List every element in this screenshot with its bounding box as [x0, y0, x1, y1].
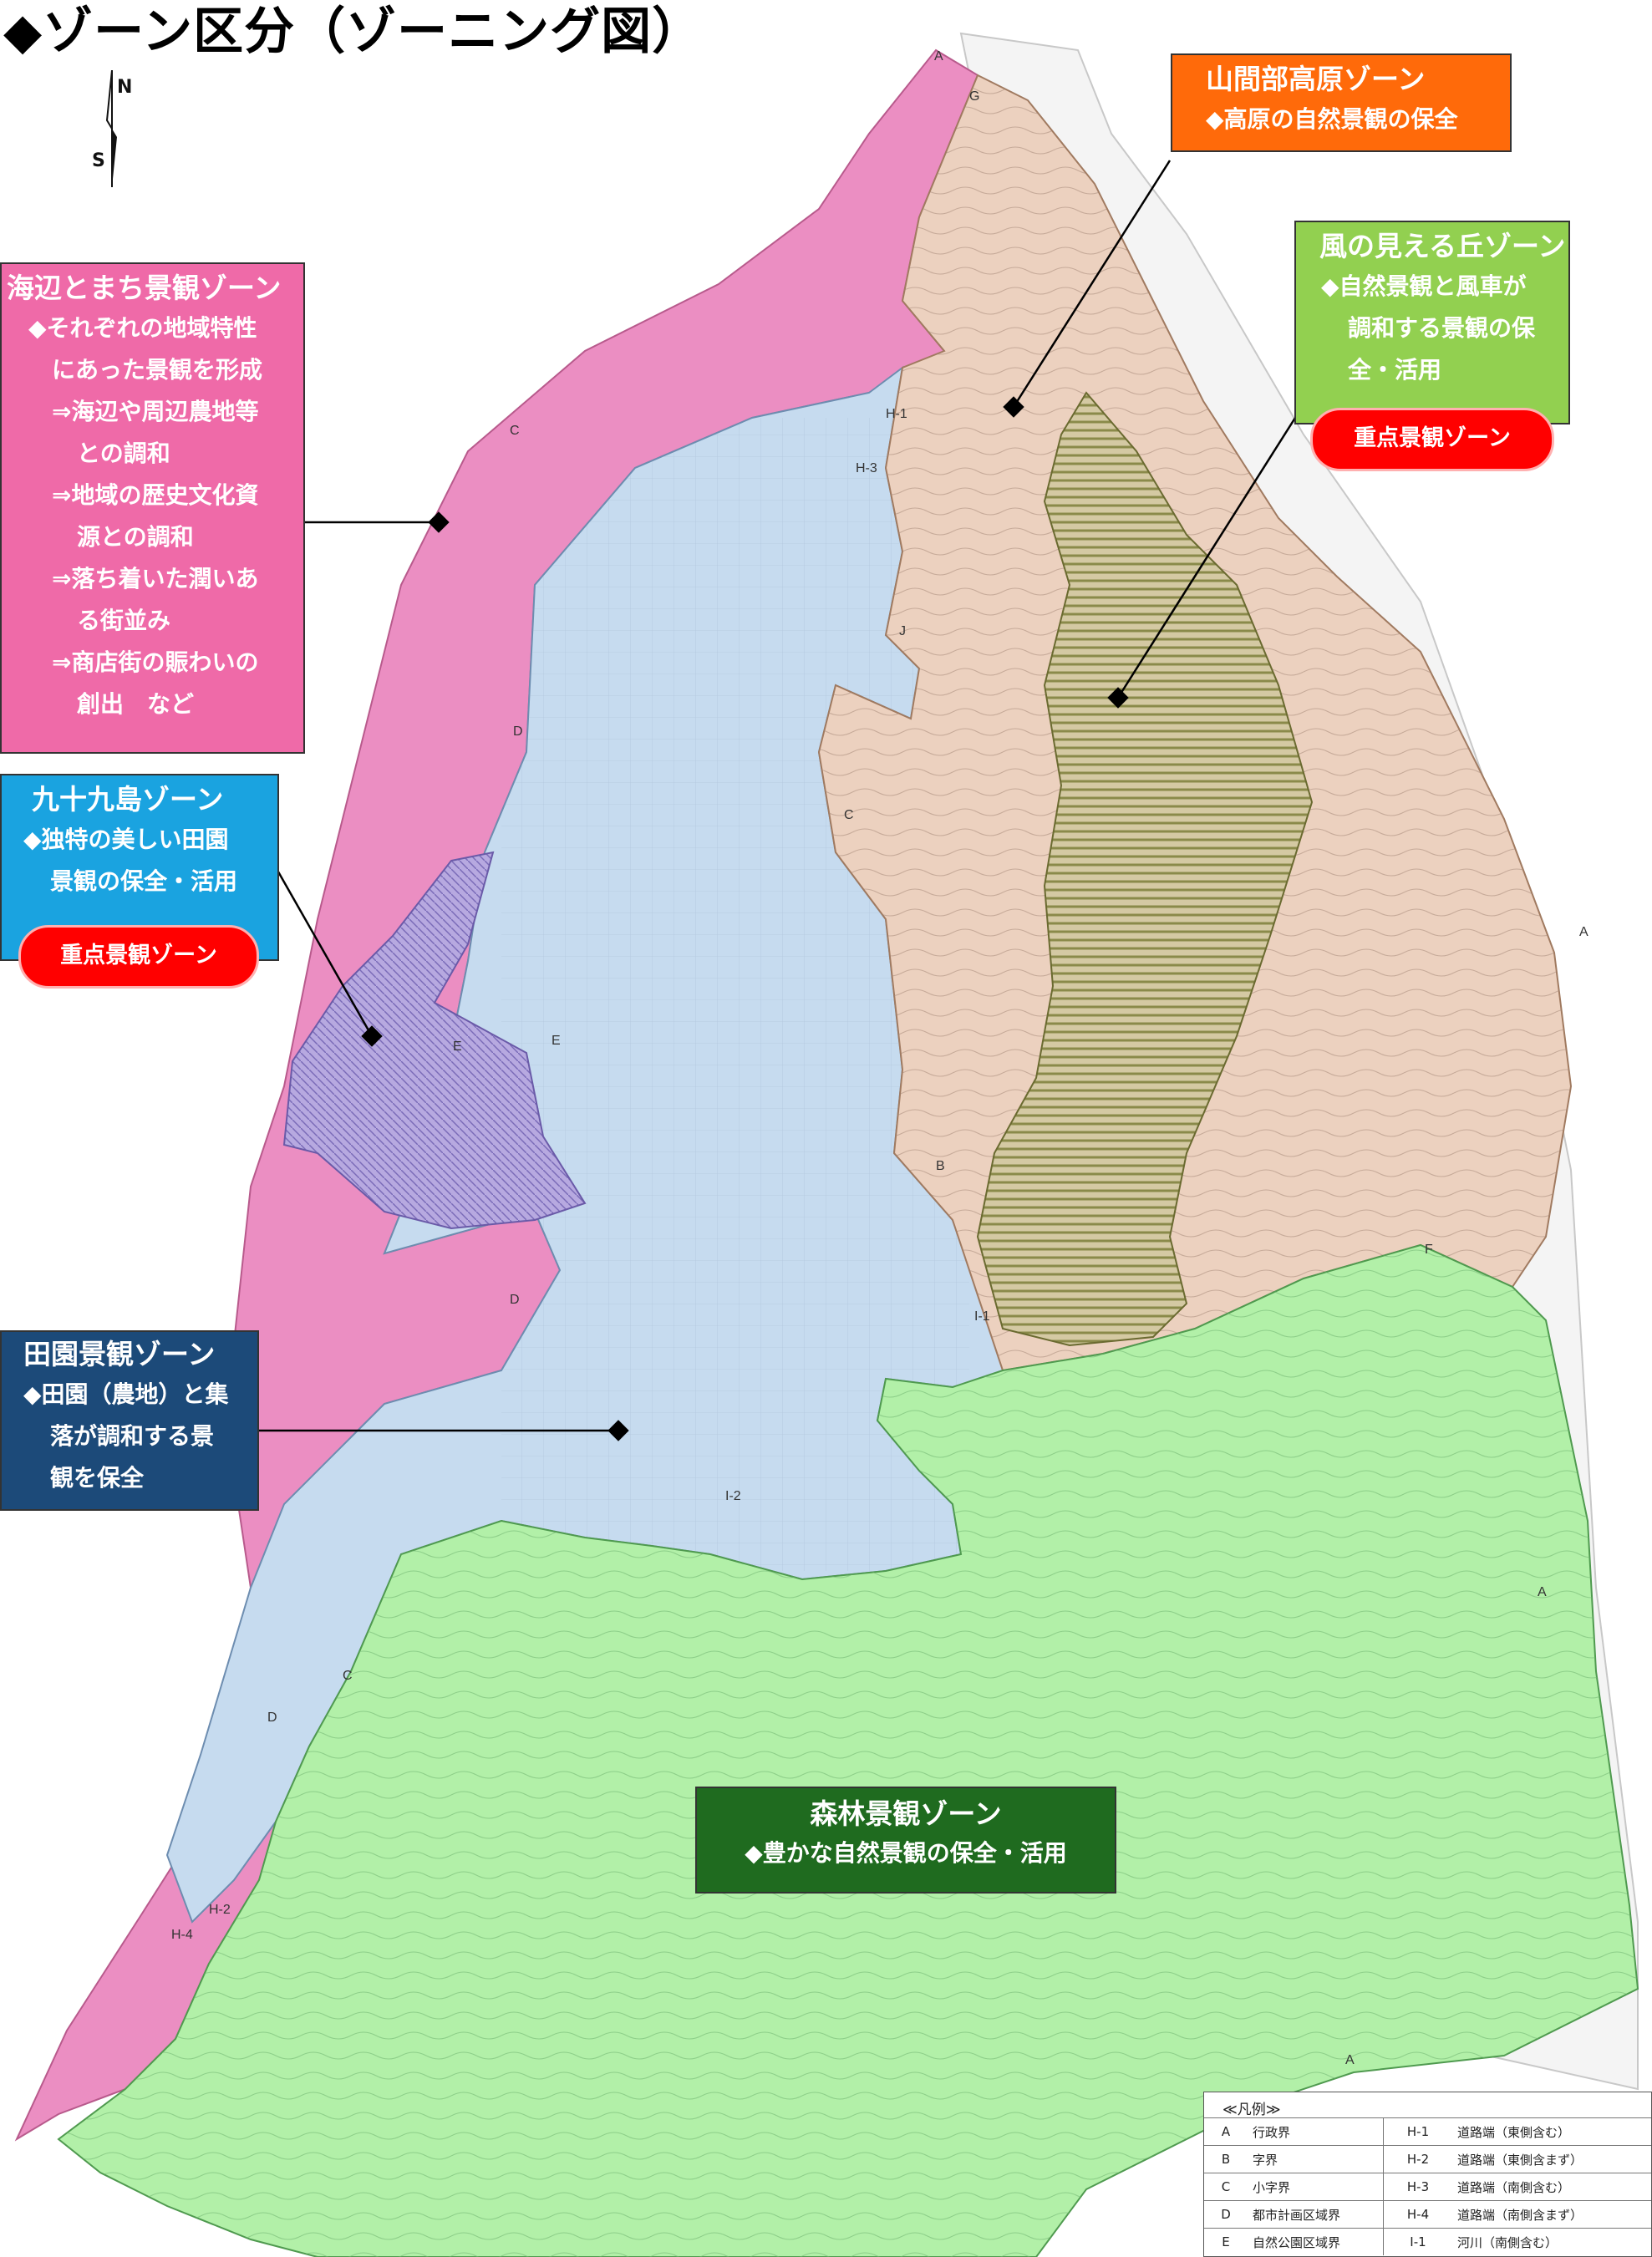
- zone-line: 創出 など: [77, 690, 195, 718]
- legend-name: 行政界: [1248, 2117, 1384, 2146]
- legend-table: A 行政界 H-1 道路端（東側含む） B 字界 H-2 道路端（東側含まず） …: [1204, 2117, 1651, 2255]
- zone-line: にあった景観を形成: [52, 356, 263, 384]
- legend-code: B: [1204, 2145, 1248, 2173]
- legend-code: C: [1204, 2173, 1248, 2201]
- zone-name: 森林景観ゾーン: [810, 1797, 1002, 1830]
- boundary-label: E: [453, 1040, 462, 1054]
- zone-line: 調和する景観の保: [1348, 314, 1536, 342]
- boundary-label: G: [969, 89, 979, 104]
- legend-code: H-2: [1383, 2145, 1452, 2173]
- legend-name: 道路端（南側含む）: [1452, 2173, 1651, 2201]
- boundary-label: F: [1425, 1243, 1433, 1257]
- zone-name: 九十九島ゾーン: [32, 783, 224, 816]
- forest-contours: [58, 1245, 1638, 2257]
- legend-row: C 小字界 H-3 道路端（南側含む）: [1204, 2173, 1651, 2201]
- zone-line: ◆自然景観と風車が: [1321, 272, 1527, 300]
- legend-code: H-4: [1383, 2200, 1452, 2229]
- zone-line: ◆独特の美しい田園: [23, 826, 229, 853]
- legend-code: D: [1204, 2200, 1248, 2229]
- boundary-label: H-3: [856, 461, 877, 475]
- boundary-label: E: [552, 1034, 561, 1048]
- compass-s: S: [92, 150, 105, 171]
- zone-line: 落が調和する景: [50, 1422, 215, 1450]
- boundary-label: B: [936, 1159, 945, 1173]
- zone-line: ◆田園（農地）と集: [23, 1380, 229, 1408]
- boundary-label: A: [1538, 1585, 1547, 1599]
- rural-zone-box: 田園景観ゾーン ◆田園（農地）と集 落が調和する景 観を保全: [0, 1330, 259, 1511]
- legend-name: 字界: [1248, 2145, 1384, 2173]
- legend-row: A 行政界 H-1 道路端（東側含む）: [1204, 2117, 1651, 2146]
- boundary-label: C: [510, 424, 520, 438]
- zone-line: ◆高原の自然景観の保全: [1206, 105, 1458, 133]
- legend-row: E 自然公園区域界 I-1 河川（南側含む）: [1204, 2228, 1651, 2255]
- wind-hill-zone-area: [976, 391, 1314, 1347]
- legend-name: 自然公園区域界: [1248, 2228, 1384, 2255]
- boundary-label: D: [513, 724, 523, 739]
- boundary-label: H-2: [209, 1903, 231, 1917]
- zone-line: ⇒海辺や周辺農地等: [52, 398, 259, 425]
- boundary-label: C: [343, 1669, 353, 1683]
- zone-name: 風の見える丘ゾーン: [1319, 230, 1566, 262]
- legend-name: 都市計画区域界: [1248, 2200, 1384, 2229]
- legend-name: 河川（南側含む）: [1452, 2228, 1651, 2255]
- boundary-label: H-1: [886, 407, 907, 421]
- boundary-label: A: [1345, 2053, 1355, 2067]
- priority-zone-badge-kujukuri: 重点景観ゾーン: [18, 925, 259, 989]
- zone-line: る街並み: [77, 607, 171, 634]
- legend-code: E: [1204, 2228, 1248, 2255]
- legend-code: H-3: [1383, 2173, 1452, 2201]
- boundary-label: I-1: [974, 1309, 990, 1324]
- boundary-label: D: [510, 1293, 520, 1307]
- legend-name: 道路端（東側含まず）: [1452, 2145, 1651, 2173]
- forest-zone-box: 森林景観ゾーン ◆豊かな自然景観の保全・活用: [695, 1787, 1116, 1894]
- zone-name: 田園景観ゾーン: [23, 1338, 216, 1370]
- mountain-zone-box: 山間部高原ゾーン ◆高原の自然景観の保全: [1171, 53, 1512, 152]
- legend-code: H-1: [1383, 2117, 1452, 2146]
- zone-line: との調和: [77, 440, 170, 467]
- legend-name: 道路端（南側含まず）: [1452, 2200, 1651, 2229]
- priority-zone-badge-wind-hill: 重点景観ゾーン: [1310, 408, 1554, 471]
- zone-line: ◆豊かな自然景観の保全・活用: [745, 1839, 1067, 1867]
- legend-row: B 字界 H-2 道路端（東側含まず）: [1204, 2145, 1651, 2173]
- map-legend: ≪凡例≫ A 行政界 H-1 道路端（東側含む） B 字界 H-2 道路端（東側…: [1203, 2092, 1652, 2257]
- boundary-label: I-2: [725, 1489, 741, 1503]
- zone-line: ⇒落ち着いた潤いあ: [52, 565, 259, 592]
- zone-line: 観を保全: [50, 1464, 145, 1492]
- compass-needle-icon: [105, 69, 117, 187]
- zone-name: 山間部高原ゾーン: [1206, 63, 1426, 95]
- legend-name: 道路端（東側含む）: [1452, 2117, 1651, 2146]
- boundary-label: C: [844, 808, 854, 822]
- zone-line: 源との調和: [77, 523, 194, 551]
- zone-line: ⇒地域の歴史文化資: [52, 481, 259, 509]
- legend-name: 小字界: [1248, 2173, 1384, 2201]
- legend-row: D 都市計画区域界 H-4 道路端（南側含まず）: [1204, 2200, 1651, 2229]
- north-arrow: N S: [90, 69, 134, 187]
- page-title: ◆ゾーン区分（ゾーニング図）: [3, 3, 704, 61]
- boundary-label: H-4: [171, 1928, 193, 1942]
- kujukuri-zone-area: [282, 851, 587, 1230]
- zone-line: 全・活用: [1348, 356, 1442, 384]
- boundary-label: A: [1579, 925, 1588, 939]
- boundary-label: A: [934, 49, 943, 64]
- compass-n: N: [117, 77, 133, 98]
- legend-code: A: [1204, 2117, 1248, 2146]
- leader-lines: [259, 160, 1297, 1432]
- boundary-label: D: [267, 1711, 277, 1725]
- boundary-label: J: [899, 624, 906, 638]
- legend-code: I-1: [1383, 2228, 1452, 2255]
- wind-hill-zone-box: 風の見える丘ゾーン ◆自然景観と風車が 調和する景観の保 全・活用: [1294, 221, 1570, 424]
- zone-line: 景観の保全・活用: [50, 867, 238, 895]
- zone-line: ⇒商店街の賑わいの: [52, 648, 259, 676]
- sea-town-zone-box: 海辺とまち景観ゾーン ◆それぞれの地域特性 にあった景観を形成 ⇒海辺や周辺農地…: [0, 262, 305, 754]
- zone-name: 海辺とまち景観ゾーン: [7, 272, 282, 304]
- legend-title: ≪凡例≫: [1222, 2102, 1281, 2118]
- zone-line: ◆それぞれの地域特性: [28, 314, 257, 342]
